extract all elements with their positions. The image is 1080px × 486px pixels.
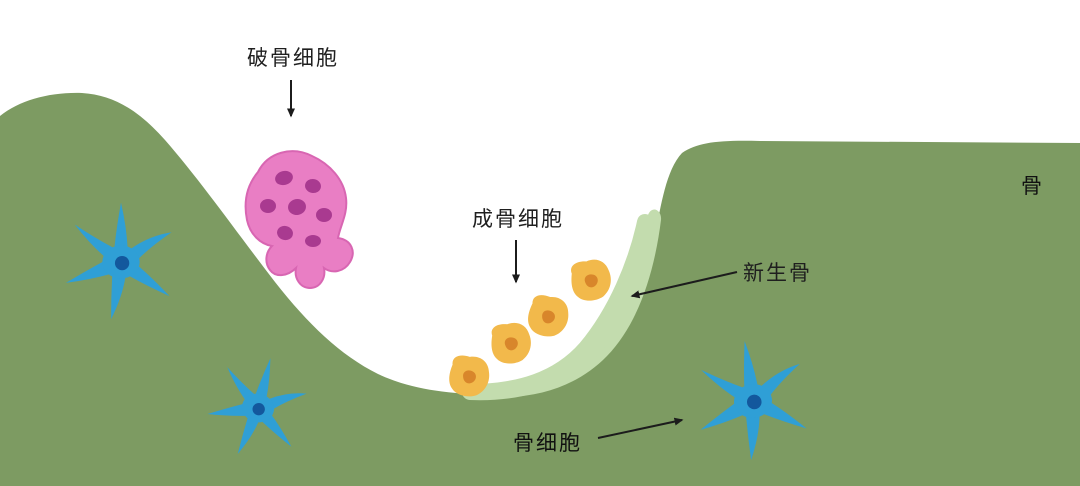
new-bone-region [462,209,662,398]
osteocyte-arrow-icon [597,417,684,439]
osteoblast-cell-2 [524,292,572,341]
osteocyte-label: 骨细胞 [513,432,582,455]
osteoblast-label: 成骨细胞 [472,208,564,231]
osteoblast-cell-1 [568,257,614,303]
bone-label: 骨 [1021,175,1044,198]
osteoclast-cell [244,150,354,290]
osteoclast-nuclei [260,170,332,247]
new-bone-label: 新生骨 [743,262,812,285]
osteoclast-label: 破骨细胞 [247,47,339,70]
bone-mass [0,92,1080,486]
new-bone-arrow-icon [630,271,738,299]
osteoblast-cell-3 [489,321,533,366]
